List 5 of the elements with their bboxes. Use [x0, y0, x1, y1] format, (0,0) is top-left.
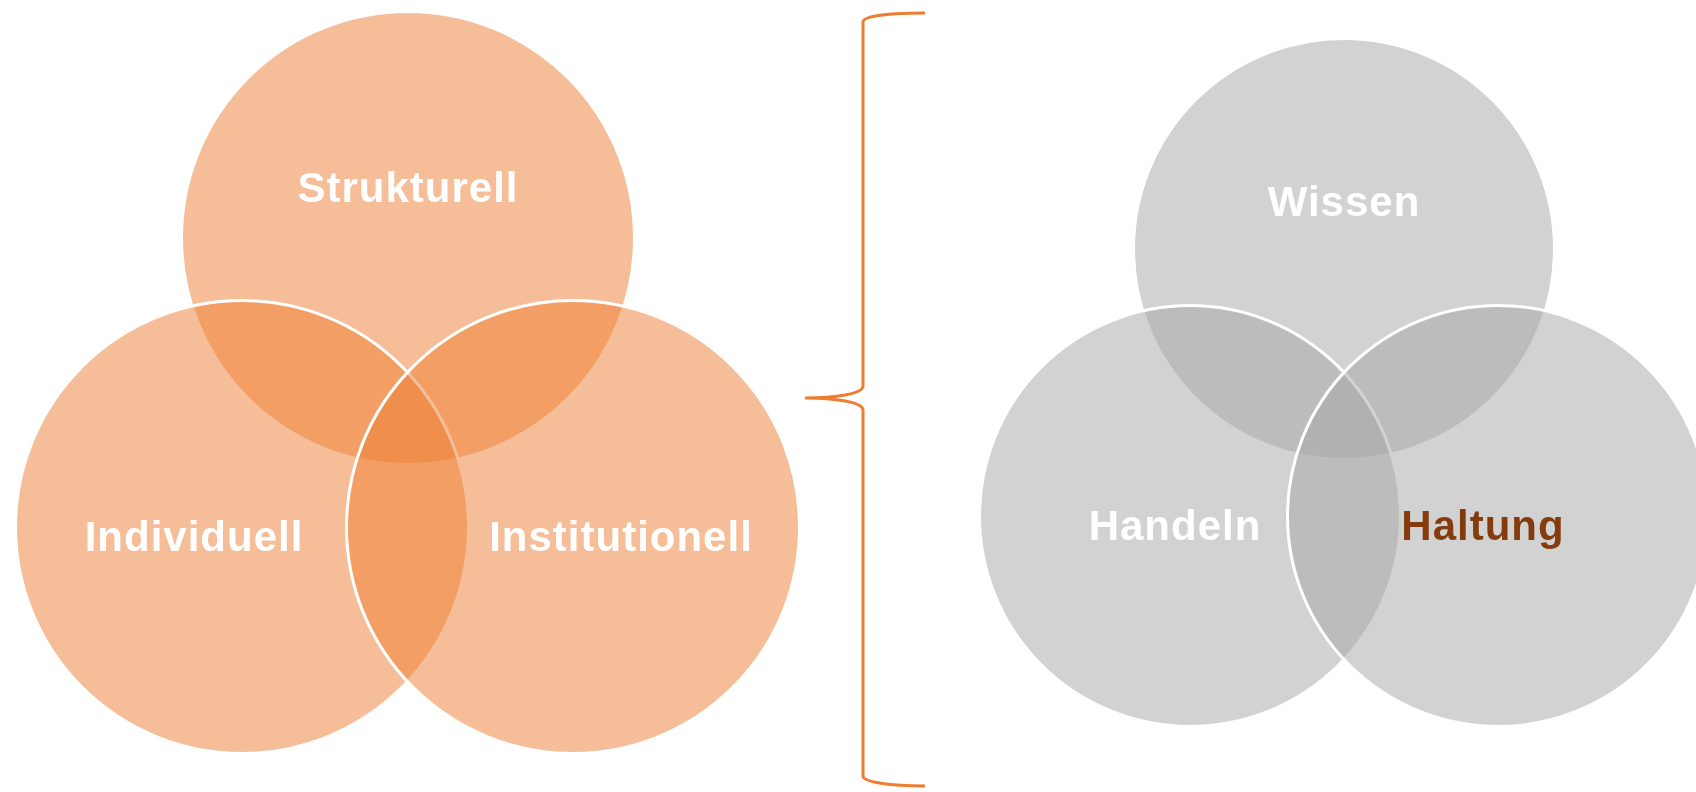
- circle-label: Institutionell: [489, 513, 753, 561]
- circle-label: Individuell: [84, 513, 304, 561]
- venn-circle: [345, 299, 801, 755]
- circle-label: Strukturell: [297, 164, 519, 212]
- circle-label: Haltung: [1401, 502, 1565, 550]
